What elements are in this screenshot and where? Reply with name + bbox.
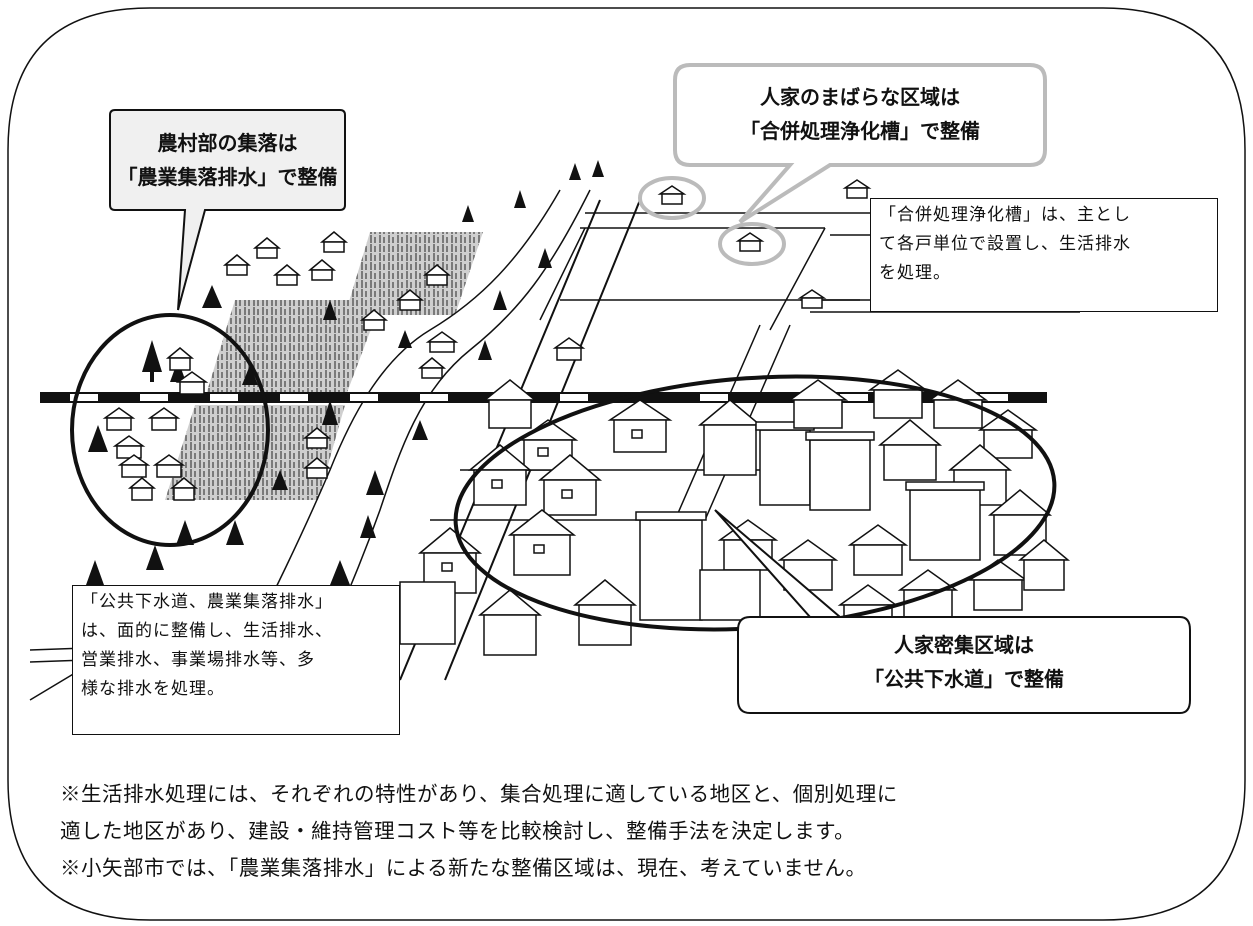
dense-callout-line2: 「公共下水道」で整備 [864,667,1064,691]
sparse-callout: 人家のまばらな区域は 「合併処理浄化槽」で整備 [675,80,1045,148]
public-note-line1: 「公共下水道、農業集落排水」 [81,592,333,612]
dense-callout-line1: 人家密集区域は [894,633,1034,657]
railway-ties [70,394,1008,401]
public-note-line2: は、面的に整備し、生活排水、 [81,621,333,641]
road-grid [539,227,860,331]
sparse-house-marker-2 [718,222,786,266]
sparse-callout-line1: 人家のまばらな区域は [760,85,960,109]
sparse-callout-line2: 「合併処理浄化槽」で整備 [740,119,980,143]
rural-callout-line2: 「農業集落排水」で整備 [117,165,338,189]
rural-callout-shape [109,109,346,311]
sparse-house-marker-1 [638,176,706,220]
dense-callout-shape [714,509,1191,714]
septic-note-line1: 「合併処理浄化槽」は、主とし [879,205,1131,225]
footer-line-1: ※生活排水処理には、それぞれの特性があり、集合処理に適している地区と、個別処理に [60,782,898,806]
rice-field-upper [345,232,483,315]
public-note-line3: 営業排水、事業場排水等、多 [81,650,315,670]
rice-field-lower [165,405,345,500]
septic-note-line3: を処理。 [879,263,951,283]
footer-line-2: 適した地区があり、建設・維持管理コスト等を比較検討し、整備手法を決定します。 [60,819,856,843]
rural-callout-line1: 農村部の集落は [157,131,298,155]
rural-area-circle [70,313,270,547]
footer-line-3: ※小矢部市では、「農業集落排水」による新たな整備区域は、現在、考えていません。 [60,856,867,880]
dense-callout: 人家密集区域は 「公共下水道」で整備 [738,628,1190,696]
trees [86,160,604,585]
public-sewer-note: 「公共下水道、農業集落排水」 は、面的に整備し、生活排水、 営業排水、事業場排水… [72,585,400,735]
town-houses [399,369,1071,656]
small-houses [102,179,872,501]
railway [40,392,1047,403]
public-note-line4: 様な排水を処理。 [81,679,225,699]
rural-callout: 農村部の集落は 「農業集落排水」で整備 [110,126,345,194]
rice-field-middle [205,300,382,398]
sparse-callout-shape [673,63,1047,224]
septic-note-line2: て各戸単位で設置し、生活排水 [879,234,1131,254]
septic-note: 「合併処理浄化槽」は、主とし て各戸単位で設置し、生活排水 を処理。 [870,198,1218,312]
